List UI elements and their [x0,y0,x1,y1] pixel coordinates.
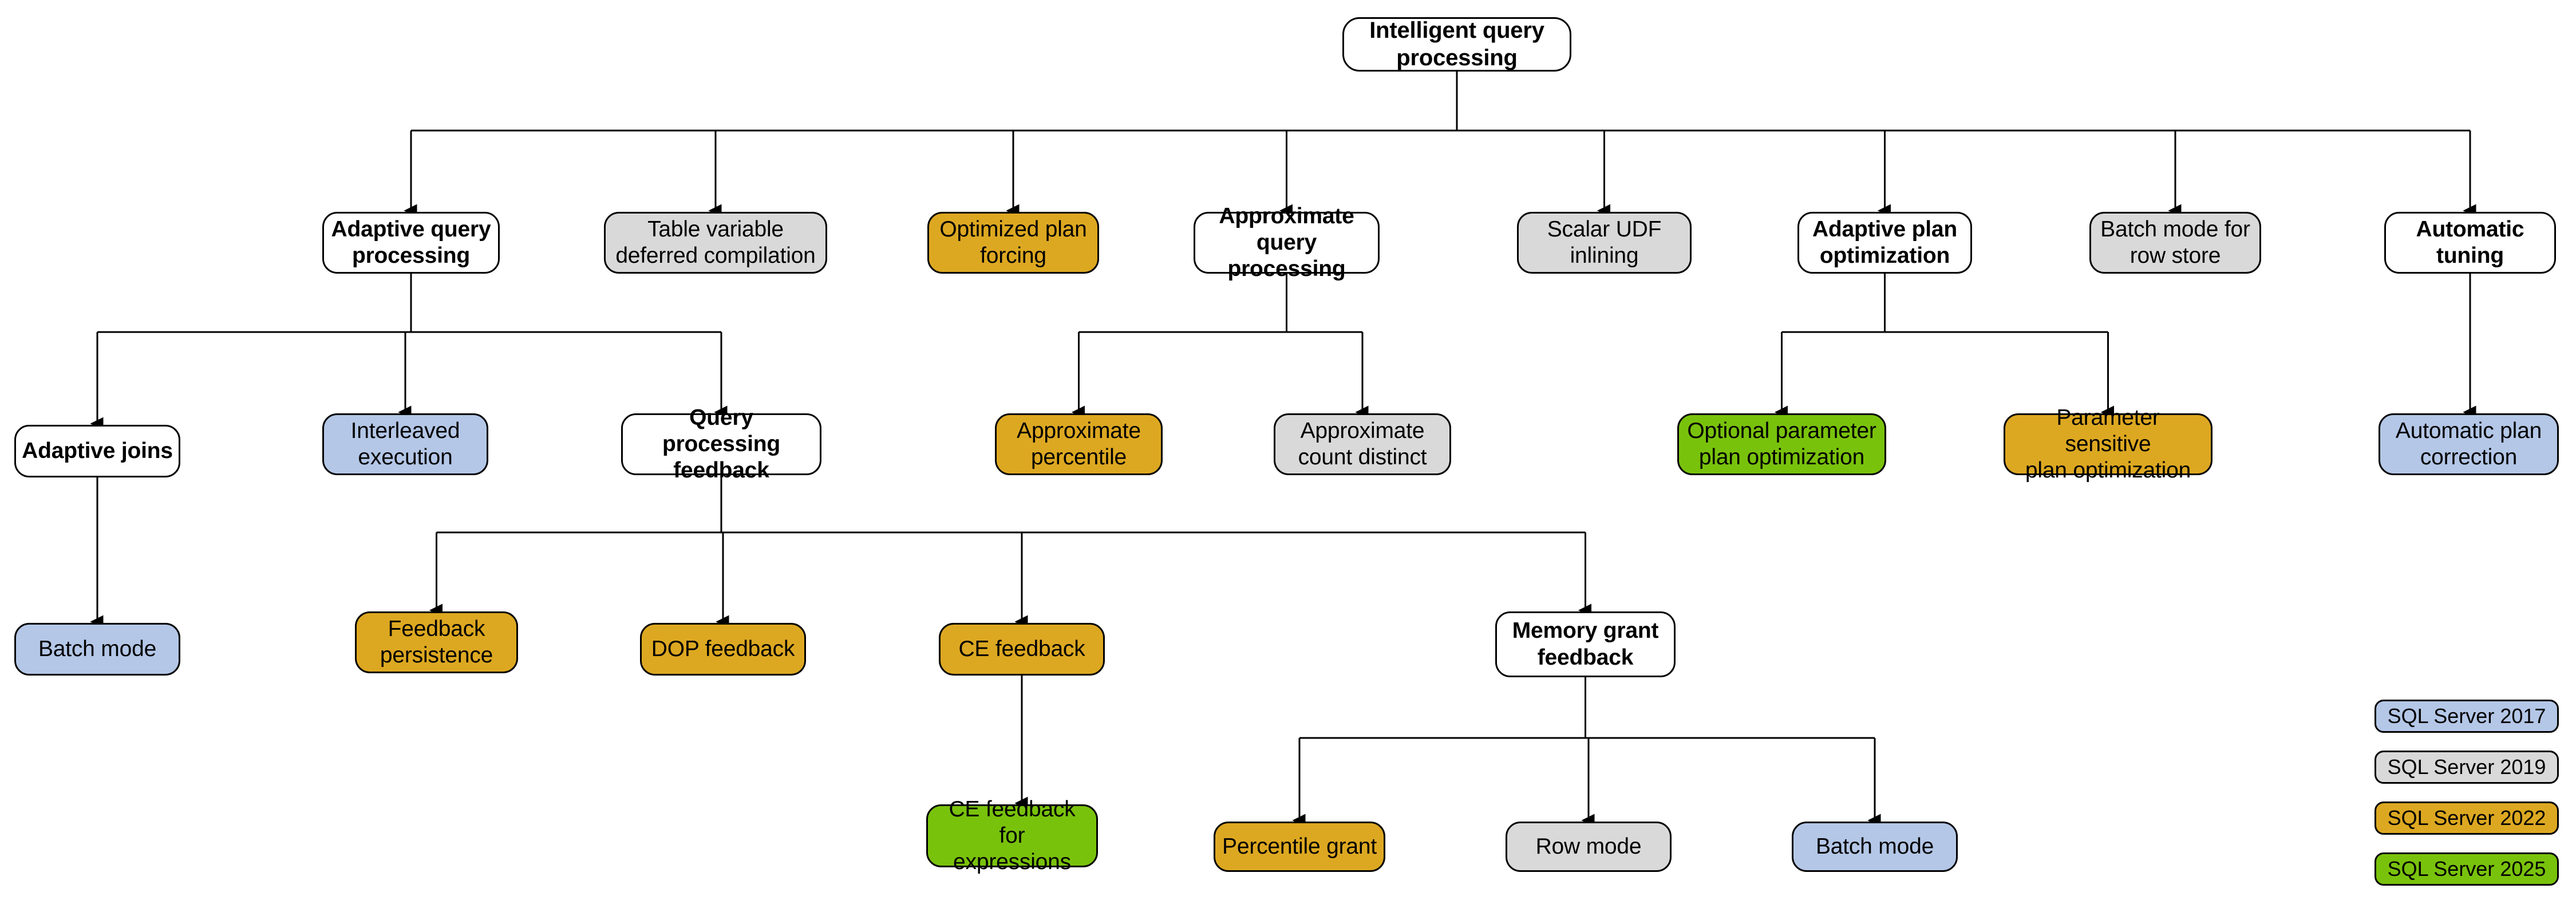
node-label: Adaptive plan optimization [1812,216,1958,268]
node-root[interactable]: Intelligent query processing [1342,17,1571,72]
node-label: Batch mode [1815,834,1934,859]
node-label: Parameter sensitive plan optimization [2025,405,2191,483]
node-label: Adaptive query processing [331,216,491,268]
node-label: CE feedback for expressions [949,796,1076,875]
node-label: Table variable deferred compilation [615,216,816,268]
node-opf[interactable]: Optimized plan forcing [927,212,1099,274]
node-approxcd[interactable]: Approximate count distinct [1274,413,1451,475]
node-label: Automatic tuning [2416,216,2524,268]
node-label: Scalar UDF inlining [1547,216,1662,268]
node-bmrs[interactable]: Batch mode for row store [2089,212,2261,274]
node-sudf[interactable]: Scalar UDF inlining [1517,212,1692,274]
node-approxpct[interactable]: Approximate percentile [995,413,1163,475]
node-rowmode[interactable]: Row mode [1506,822,1672,872]
legend-2025: SQL Server 2025 [2374,852,2559,886]
node-adaptivejoins[interactable]: Adaptive joins [14,425,180,477]
node-fbpersist[interactable]: Feedback persistence [355,611,518,673]
node-batchmode2[interactable]: Batch mode [1792,822,1958,872]
node-cefbexpr[interactable]: CE feedback for expressions [926,797,1098,874]
node-label: Approximate count distinct [1298,418,1427,469]
node-label: Percentile grant [1222,834,1377,859]
node-mgf[interactable]: Memory grant feedback [1495,611,1676,677]
legend-2022: SQL Server 2022 [2374,802,2559,835]
node-label: Approximate query processing [1219,203,1354,282]
node-batchmode1[interactable]: Batch mode [14,623,180,676]
node-label: Optional parameter plan optimization [1687,418,1876,469]
legend-2019: SQL Server 2019 [2374,751,2559,784]
node-aqp[interactable]: Adaptive query processing [322,212,500,274]
node-apo[interactable]: Adaptive plan optimization [1797,212,1972,274]
legend-2017: SQL Server 2017 [2374,700,2559,733]
node-tvdc[interactable]: Table variable deferred compilation [604,212,827,274]
node-label: Batch mode [38,636,157,661]
node-label: Automatic plan correction [2395,418,2542,469]
node-oppo[interactable]: Optional parameter plan optimization [1677,413,1886,475]
node-autotune[interactable]: Automatic tuning [2384,212,2556,274]
node-label: Approximate percentile [1017,418,1141,469]
node-pspo[interactable]: Parameter sensitive plan optimization [2004,405,2212,483]
node-apc[interactable]: Automatic plan correction [2379,413,2559,475]
node-label: Query processing feedback [662,405,781,483]
node-label: Adaptive joins [22,438,173,463]
node-interleaved[interactable]: Interleaved execution [322,413,488,475]
node-label: Optimized plan forcing [939,216,1087,268]
node-label: Feedback persistence [380,616,493,668]
node-label: DOP feedback [651,636,795,661]
node-qpf[interactable]: Query processing feedback [621,405,821,483]
node-label: Interleaved execution [350,418,460,469]
node-dopfb[interactable]: DOP feedback [640,623,806,676]
node-label: Batch mode for row store [2100,216,2250,268]
node-label: Row mode [1535,834,1642,859]
node-label: CE feedback [958,636,1085,661]
node-approxqp[interactable]: Approximate query processing [1194,204,1380,281]
node-pctgrant[interactable]: Percentile grant [1214,822,1385,872]
node-cefb[interactable]: CE feedback [939,623,1105,676]
node-label: Intelligent query processing [1369,18,1544,70]
node-label: Memory grant feedback [1512,618,1659,670]
